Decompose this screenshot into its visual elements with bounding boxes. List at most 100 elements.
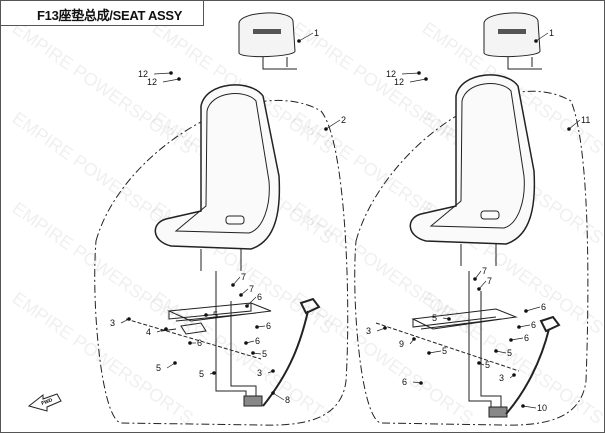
left-callout-label: 12	[147, 77, 157, 87]
seat-frame	[125, 271, 321, 407]
left-callout-label: 7	[241, 272, 246, 282]
left-callout-label: 8	[285, 395, 290, 405]
leader-line	[522, 405, 537, 409]
leader-line	[246, 296, 257, 307]
fastener-part	[244, 341, 248, 345]
leader-line	[162, 78, 180, 83]
left-callout-label: 1	[314, 28, 319, 38]
fastener-part	[477, 287, 481, 291]
right-callout-label: 12	[394, 77, 404, 87]
fastener-part	[255, 325, 259, 329]
headrest	[483, 12, 542, 70]
left-callout-label: 5	[156, 363, 161, 373]
seat	[409, 74, 536, 266]
fastener-part	[412, 337, 416, 341]
right-callout-label: 7	[487, 276, 492, 286]
fastener-part	[517, 325, 521, 329]
fastener-part	[477, 361, 481, 365]
fastener-part	[447, 317, 451, 321]
fastener-part	[177, 77, 181, 81]
left-callout-label: 3	[110, 318, 115, 328]
left-callout-label: 3	[257, 368, 262, 378]
leader-line	[525, 306, 541, 312]
fastener-part	[383, 326, 387, 330]
leader-line	[272, 392, 285, 401]
fastener-part	[245, 304, 249, 308]
right-callout-label: 10	[537, 403, 547, 413]
left-callout-label: 12	[138, 69, 148, 79]
right-callout-label: 3	[499, 373, 504, 383]
fastener-part	[127, 317, 131, 321]
fastener-part	[534, 39, 538, 43]
headrest	[238, 12, 297, 70]
right-callout-label: 5	[432, 313, 437, 323]
right-seat-assembly	[354, 12, 589, 426]
page-title: F13座垫总成/SEAT ASSY	[37, 8, 183, 23]
fastener-part	[494, 349, 498, 353]
leader-line	[325, 119, 341, 130]
seat	[154, 84, 281, 271]
fastener-part	[164, 327, 168, 331]
seat-frame	[375, 271, 561, 418]
fastener-part	[509, 338, 513, 342]
left-callout-label: 5	[213, 310, 218, 320]
leader-line	[568, 119, 581, 130]
left-callout-label: 6	[266, 321, 271, 331]
leader-line	[510, 337, 524, 341]
fastener-part	[512, 373, 516, 377]
right-callout-label: 12	[386, 69, 396, 79]
fastener-part	[271, 391, 275, 395]
right-callout-label: 5	[442, 346, 447, 356]
right-callout-label: 11	[581, 115, 590, 125]
fastener-part	[524, 309, 528, 313]
right-callout-label: 6	[524, 333, 529, 343]
fastener-part	[239, 293, 243, 297]
leader-line	[518, 324, 531, 328]
fastener-part	[324, 127, 328, 131]
fastener-part	[231, 283, 235, 287]
leader-line	[535, 32, 549, 42]
leader-line	[409, 78, 427, 83]
fastener-part	[204, 313, 208, 317]
fastener-part	[521, 404, 525, 408]
left-callout-label: 2	[341, 115, 346, 125]
left-seat-assembly	[94, 12, 349, 426]
fastener-part	[212, 371, 216, 375]
left-callout-label: 6	[257, 292, 262, 302]
fastener-part	[473, 277, 477, 281]
fastener-part	[271, 369, 275, 373]
dashed-group-outline	[94, 100, 349, 426]
fwd-arrow: FWD	[27, 393, 62, 412]
left-callout-label: 6	[197, 338, 202, 348]
right-callout-label: 9	[399, 339, 404, 349]
fastener-part	[173, 361, 177, 365]
leader-line	[401, 72, 420, 75]
right-callout-label: 6	[531, 320, 536, 330]
right-callout-label: 5	[507, 348, 512, 358]
fastener-part	[169, 71, 173, 75]
left-callout-label: 6	[255, 336, 260, 346]
right-callout-label: 6	[541, 302, 546, 312]
left-callout-label: 4	[146, 327, 151, 337]
fastener-part	[417, 71, 421, 75]
fastener-part	[251, 351, 255, 355]
fastener-part	[427, 351, 431, 355]
fastener-part	[419, 381, 423, 385]
fastener-part	[424, 77, 428, 81]
leader-line	[428, 350, 442, 354]
left-callout-label: 7	[249, 284, 254, 294]
left-callout-label: 5	[262, 349, 267, 359]
right-callout-label: 7	[482, 266, 487, 276]
title-box: F13座垫总成/SEAT ASSY	[1, 1, 204, 26]
fastener-part	[297, 39, 301, 43]
right-callout-label: 5	[485, 360, 490, 370]
left-callout-label: 5	[199, 369, 204, 379]
leader-line	[298, 32, 314, 42]
right-callout-label: 1	[549, 28, 554, 38]
right-callout-label: 3	[366, 326, 371, 336]
fwd-label: FWD	[41, 397, 54, 407]
fastener-part	[188, 341, 192, 345]
